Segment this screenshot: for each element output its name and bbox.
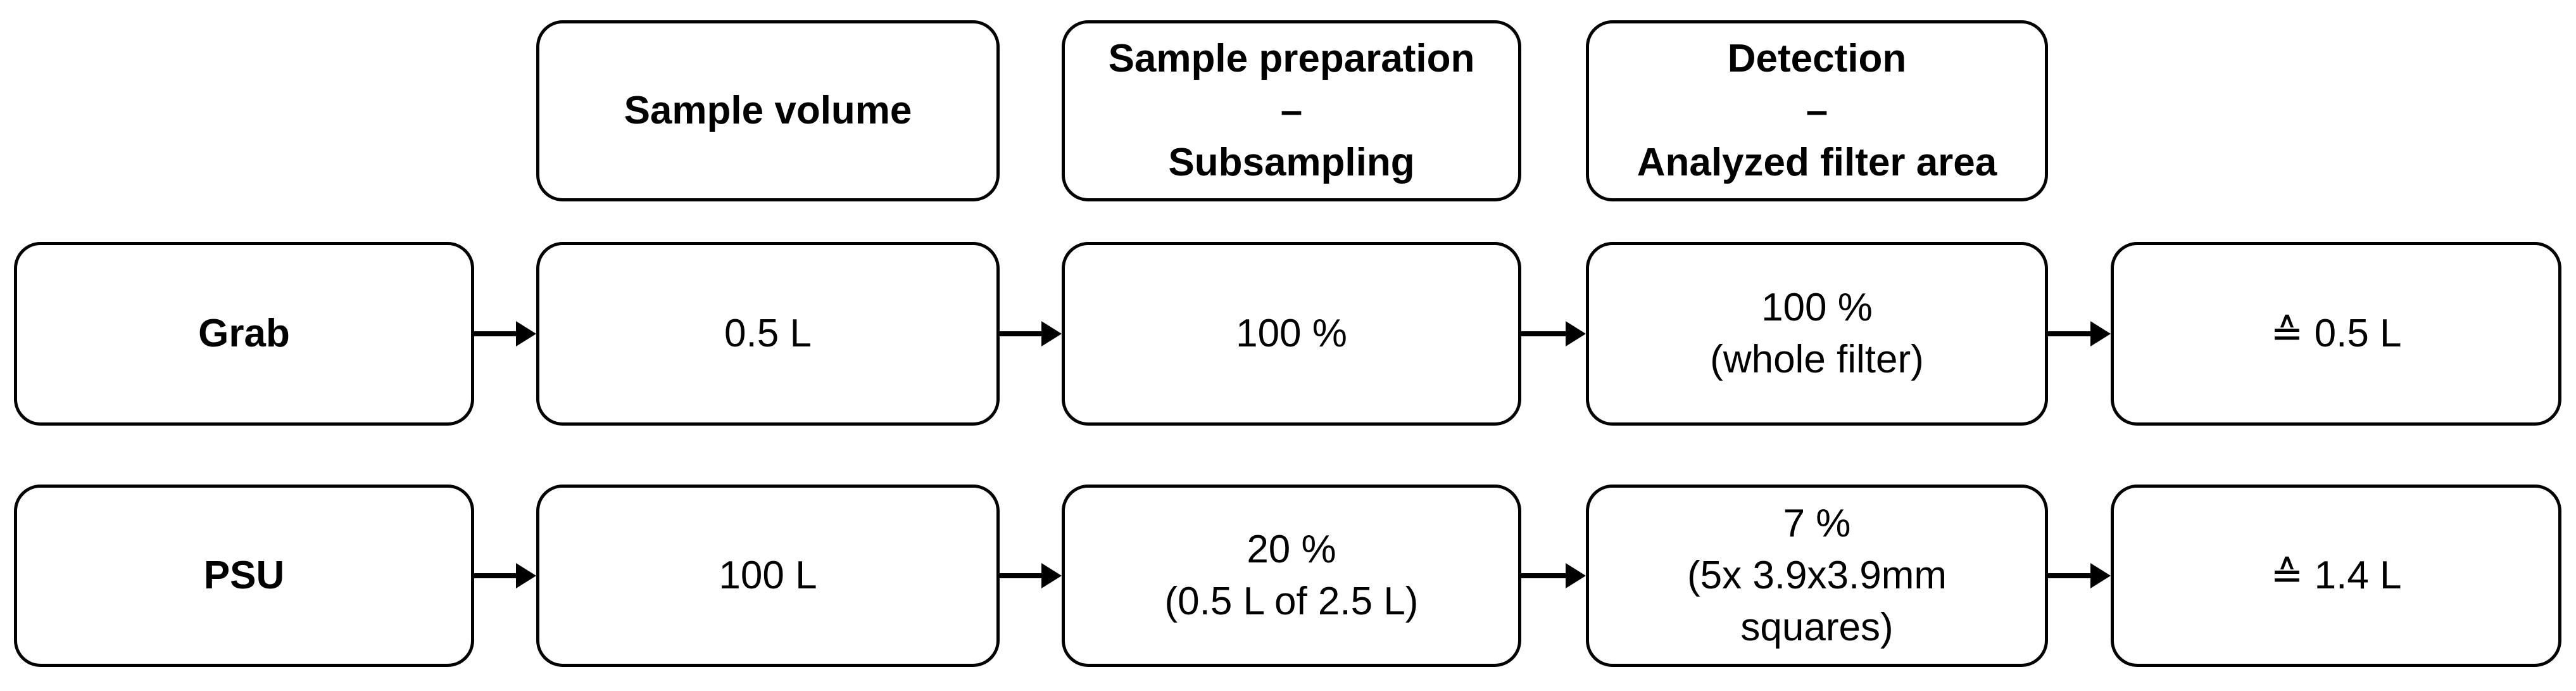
arrow-shaft	[2048, 573, 2094, 578]
psu-label: PSU	[203, 554, 285, 597]
arrow-icon-psu-1	[474, 563, 536, 588]
psu-result-value: ≙ 1.4 L	[2270, 554, 2402, 597]
header-sample-volume: Sample volume	[536, 20, 1000, 201]
arrow-shaft	[474, 331, 520, 336]
arrow-head	[516, 563, 536, 588]
header-detection-label: Detection–Analyzed filter area	[1637, 37, 1997, 184]
arrow-icon-grab-4	[2048, 321, 2111, 346]
arrow-shaft	[1521, 331, 1569, 336]
header-sample-preparation-subsampling: Sample preparation–Subsampling	[1062, 20, 1521, 201]
arrow-head	[516, 321, 536, 346]
cell-grab-sample-volume: 0.5 L	[536, 242, 1000, 426]
arrow-shaft	[1521, 573, 1569, 578]
grab-subsampling-value: 100 %	[1236, 312, 1347, 355]
header-sample-volume-label: Sample volume	[624, 89, 912, 132]
grab-result-value: ≙ 0.5 L	[2270, 312, 2402, 355]
grab-sample-volume-value: 0.5 L	[724, 312, 812, 355]
arrow-head	[2090, 563, 2111, 588]
arrow-icon-psu-3	[1521, 563, 1586, 588]
arrow-shaft	[474, 573, 520, 578]
arrow-icon-psu-2	[1000, 563, 1062, 588]
header-sample-preparation-label: Sample preparation–Subsampling	[1108, 37, 1475, 184]
psu-subsampling-value: 20 %(0.5 L of 2.5 L)	[1164, 528, 1419, 623]
cell-psu-subsampling: 20 %(0.5 L of 2.5 L)	[1062, 485, 1521, 667]
arrow-head	[1041, 563, 1062, 588]
arrow-icon-grab-2	[1000, 321, 1062, 346]
grab-filter-area-value: 100 %(whole filter)	[1710, 286, 1924, 381]
arrow-icon-grab-3	[1521, 321, 1586, 346]
arrow-shaft	[2048, 331, 2094, 336]
arrow-head	[1566, 563, 1586, 588]
psu-sample-volume-value: 100 L	[719, 554, 817, 597]
cell-psu-sample-volume: 100 L	[536, 485, 1000, 667]
cell-grab-subsampling: 100 %	[1062, 242, 1521, 426]
arrow-shaft	[1000, 573, 1045, 578]
arrow-head	[1041, 321, 1062, 346]
arrow-icon-grab-1	[474, 321, 536, 346]
arrow-head	[1566, 321, 1586, 346]
cell-grab-filter-area: 100 %(whole filter)	[1586, 242, 2048, 426]
row-label-grab: Grab	[14, 242, 474, 426]
grab-label: Grab	[198, 312, 290, 355]
arrow-icon-psu-4	[2048, 563, 2111, 588]
row-label-psu: PSU	[14, 485, 474, 667]
arrow-head	[2090, 321, 2111, 346]
cell-grab-result: ≙ 0.5 L	[2111, 242, 2561, 426]
arrow-shaft	[1000, 331, 1045, 336]
header-detection-analyzed-filter-area: Detection–Analyzed filter area	[1586, 20, 2048, 201]
cell-psu-result: ≙ 1.4 L	[2111, 485, 2561, 667]
